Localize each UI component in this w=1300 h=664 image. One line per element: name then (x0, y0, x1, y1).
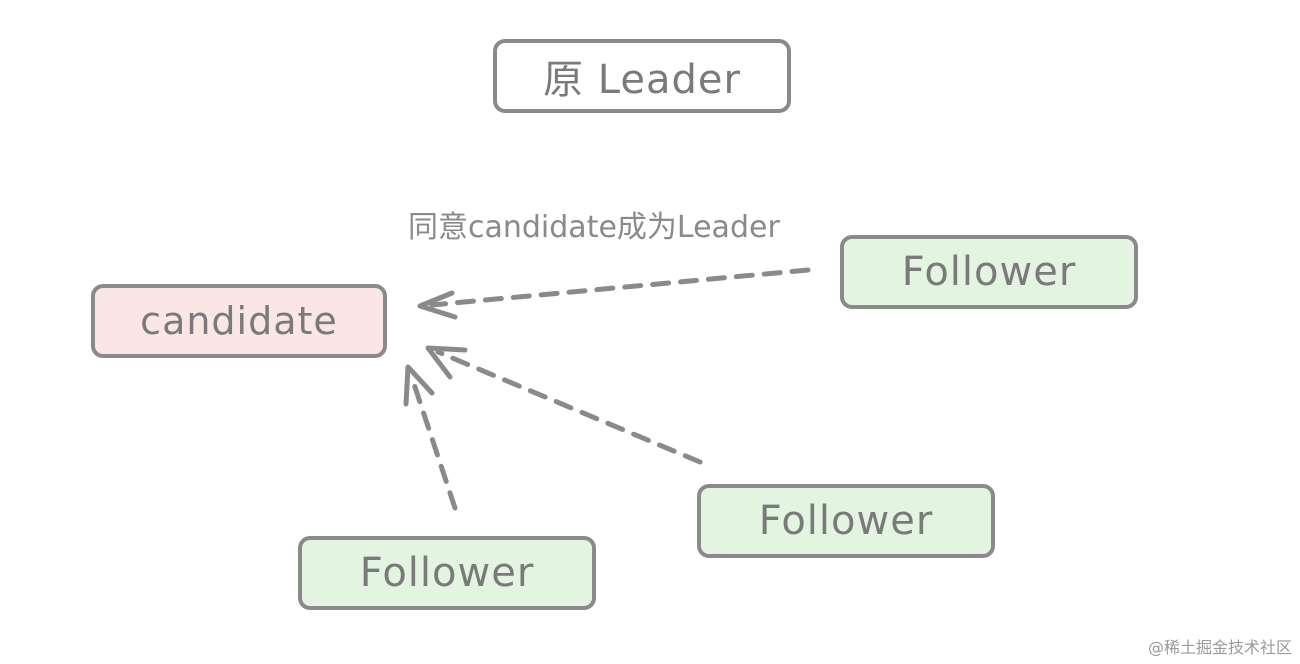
arrow-follower-1-to-candidate (417, 267, 811, 320)
arrow-follower-2-to-candidate (425, 345, 703, 465)
arrow-follower-3-to-candidate (403, 364, 458, 511)
follower-label: Follower (901, 249, 1077, 295)
follower-node-1: Follower (840, 235, 1138, 309)
candidate-label: candidate (140, 299, 338, 343)
follower-node-3: Follower (298, 536, 596, 610)
leader-label: 原 Leader (543, 57, 741, 103)
follower-label: Follower (758, 498, 934, 544)
candidate-node: candidate (91, 284, 387, 358)
leader-node: 原 Leader (493, 39, 791, 113)
vote-edge-label: 同意candidate成为Leader (408, 210, 780, 245)
follower-label: Follower (359, 550, 535, 596)
follower-node-2: Follower (697, 484, 995, 558)
watermark: @稀土掘金技术社区 (1147, 638, 1292, 657)
